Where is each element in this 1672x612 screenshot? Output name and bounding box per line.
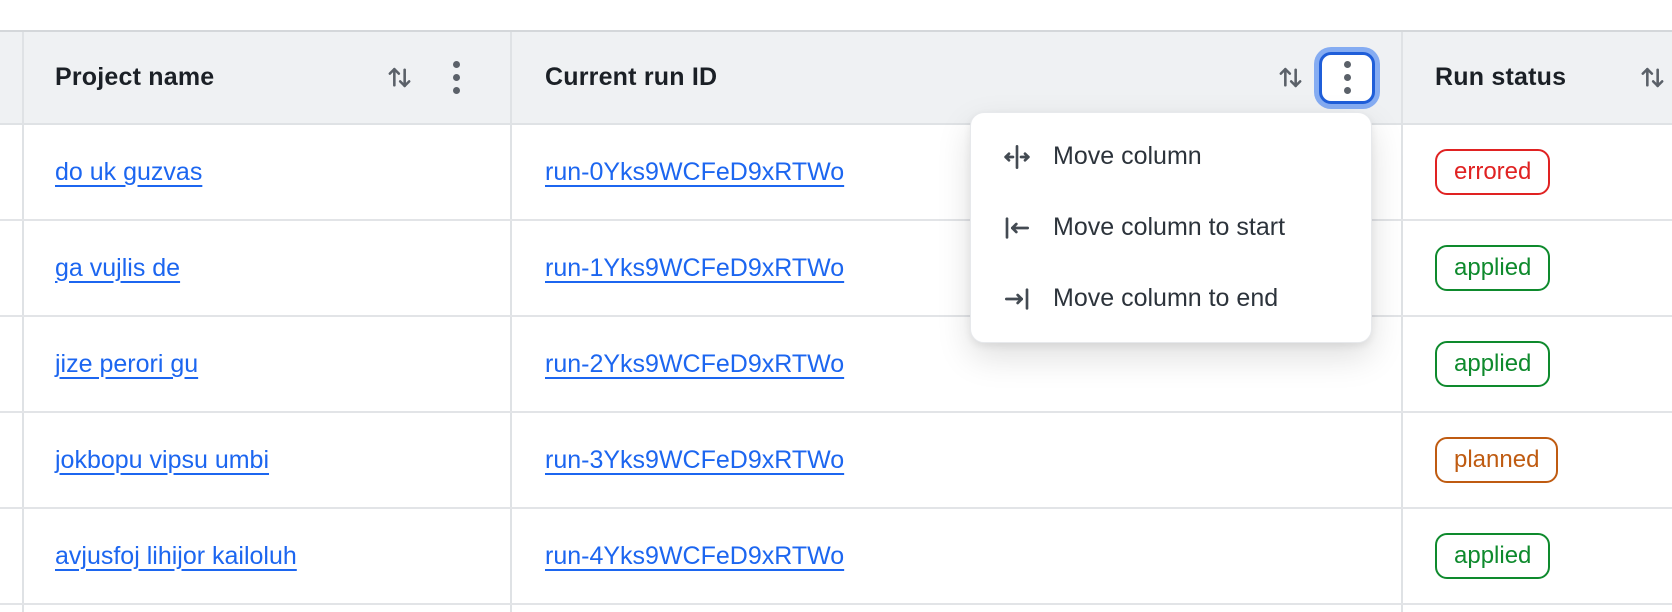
column-title-project-name: Project name (55, 63, 215, 91)
menu-item-move-column-to-start[interactable]: Move column to start (971, 192, 1371, 263)
menu-item-label: Move column to start (1053, 213, 1286, 241)
project-link[interactable]: jize perori gu (55, 349, 199, 378)
header-cell-run-status: Run status (1403, 32, 1672, 123)
current-run-id-header-controls (1271, 51, 1375, 104)
menu-item-label: Move column (1053, 142, 1202, 170)
column-options-menu: Move column Move column to start Move co… (970, 112, 1372, 343)
table-header-row: Project name Current run ID (0, 32, 1672, 125)
sort-icon[interactable] (380, 59, 418, 97)
run-id-link[interactable]: run-0Yks9WCFeD9xRTWo (545, 157, 845, 186)
status-badge: planned (1435, 437, 1559, 483)
project-link[interactable]: do uk guzvas (55, 157, 203, 186)
run-id-link[interactable]: run-1Yks9WCFeD9xRTWo (545, 253, 845, 282)
table-row: jize perori gu run-2Yks9WCFeD9xRTWo appl… (0, 317, 1672, 413)
project-name-header-controls (380, 52, 484, 104)
move-column-icon (1001, 141, 1033, 173)
project-link[interactable]: jokbopu vipsu umbi (55, 445, 270, 474)
menu-item-label: Move column to end (1053, 284, 1279, 312)
table-row: avjusfoj lihijor kailoluh run-4Yks9WCFeD… (0, 509, 1672, 605)
projects-table: Project name Current run ID (0, 30, 1672, 612)
project-link[interactable]: ga vujlis de (55, 253, 181, 282)
move-column-to-start-icon (1001, 212, 1033, 244)
table-row: ga vujlis de run-1Yks9WCFeD9xRTWo applie… (0, 221, 1672, 317)
table-row: jokbopu vipsu umbi run-3Yks9WCFeD9xRTWo … (0, 413, 1672, 509)
column-menu-kebab-icon[interactable] (428, 52, 484, 104)
status-badge: errored (1435, 149, 1551, 195)
sort-icon[interactable] (1633, 59, 1671, 97)
menu-item-move-column[interactable]: Move column (971, 121, 1371, 192)
menu-item-move-column-to-end[interactable]: Move column to end (971, 263, 1371, 334)
status-badge: applied (1435, 341, 1551, 387)
run-id-link[interactable]: run-2Yks9WCFeD9xRTWo (545, 349, 845, 378)
status-badge: applied (1435, 533, 1551, 579)
run-id-link[interactable]: run-4Yks9WCFeD9xRTWo (545, 541, 845, 570)
sort-icon[interactable] (1271, 59, 1309, 97)
header-cell-edge (0, 32, 24, 123)
column-menu-kebab-button-focused[interactable] (1319, 51, 1375, 104)
run-id-link[interactable]: run-3Yks9WCFeD9xRTWo (545, 445, 845, 474)
project-link[interactable]: avjusfoj lihijor kailoluh (55, 541, 297, 570)
status-badge: applied (1435, 245, 1551, 291)
table-row-partial (0, 605, 1672, 612)
header-cell-project-name: Project name (24, 32, 512, 123)
move-column-to-end-icon (1001, 283, 1033, 315)
header-cell-current-run-id: Current run ID (512, 32, 1403, 123)
column-title-current-run-id: Current run ID (545, 63, 718, 91)
run-status-header-controls (1633, 52, 1672, 104)
column-title-run-status: Run status (1435, 63, 1567, 91)
table-row: do uk guzvas run-0Yks9WCFeD9xRTWo errore… (0, 125, 1672, 221)
